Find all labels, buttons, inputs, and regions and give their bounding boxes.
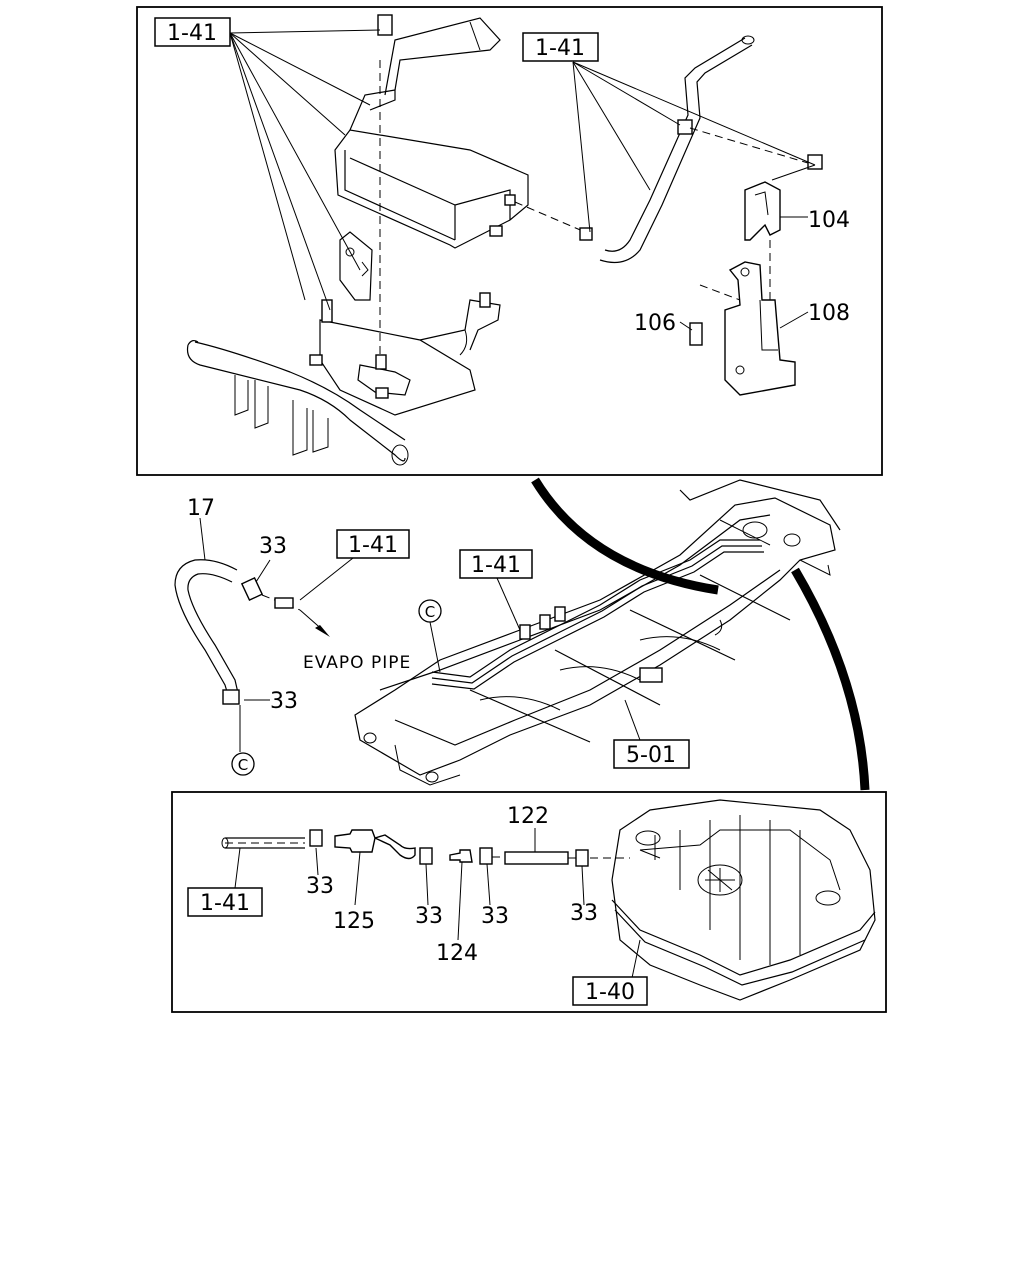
ref-box-1-41-top-left: 1-41	[154, 17, 231, 47]
vent-line-connectors-drawing	[221, 829, 630, 867]
ref-label: 1-41	[535, 36, 585, 61]
ref-label: 5-01	[626, 743, 676, 768]
callout-c-frame: C	[418, 599, 442, 623]
hose-17-drawing	[174, 559, 330, 705]
callout-c-text: C	[425, 603, 435, 621]
ref-box-1-40: 1-40	[572, 976, 648, 1006]
side-bracket-drawing	[321, 14, 393, 323]
ref-label: 1-41	[348, 533, 398, 558]
part-33-label: 33	[306, 874, 334, 899]
part-108-label: 108	[808, 301, 850, 326]
chassis-frame-drawing	[354, 479, 841, 786]
evap-canister-drawing	[334, 17, 586, 355]
part-33-label: 33	[259, 534, 287, 559]
top-panel-frame	[136, 6, 883, 476]
part-124-label: 124	[436, 941, 478, 966]
bottom-panel-frame	[171, 791, 887, 1013]
ref-box-5-01: 5-01	[613, 739, 690, 769]
ref-label: 1-41	[471, 553, 521, 578]
part-33-label: 33	[415, 904, 443, 929]
evap-pipe-run-drawing	[431, 519, 771, 690]
part-33-label: 33	[270, 689, 298, 714]
bracket-108-drawing	[689, 240, 796, 396]
part-106-label: 106	[634, 311, 676, 336]
vent-hose-drawing	[579, 35, 823, 263]
evapo-pipe-label: EVAPO PIPE	[303, 653, 411, 673]
ref-box-1-41-top-right: 1-41	[522, 32, 599, 62]
ref-box-1-41-middle: 1-41	[336, 529, 410, 559]
leader-lines-top	[229, 29, 816, 331]
zoom-arc-top	[531, 477, 719, 595]
ref-box-1-41-bottom: 1-41	[187, 887, 263, 917]
part-104-label: 104	[808, 208, 850, 233]
fuel-tank-drawing	[611, 799, 876, 1001]
zoom-arc-bottom	[791, 567, 870, 791]
canister-mount-plate-drawing	[309, 292, 501, 416]
leader-lines-bottom	[234, 828, 641, 979]
frame-crossmember-drawing	[186, 339, 409, 466]
ref-label: 1-41	[167, 21, 217, 46]
part-125-label: 125	[333, 909, 375, 934]
callout-c-hose: C	[231, 752, 255, 776]
part-17-label: 17	[187, 496, 215, 521]
callout-c-text: C	[238, 756, 248, 774]
part-122-label: 122	[507, 804, 549, 829]
ref-label: 1-40	[585, 980, 635, 1005]
part-33-label: 33	[570, 901, 598, 926]
ref-box-1-41-frame: 1-41	[459, 549, 533, 579]
bracket-104-drawing	[744, 164, 816, 241]
leader-lines-middle	[199, 517, 641, 752]
ref-label: 1-41	[200, 891, 250, 916]
part-33-label: 33	[481, 904, 509, 929]
